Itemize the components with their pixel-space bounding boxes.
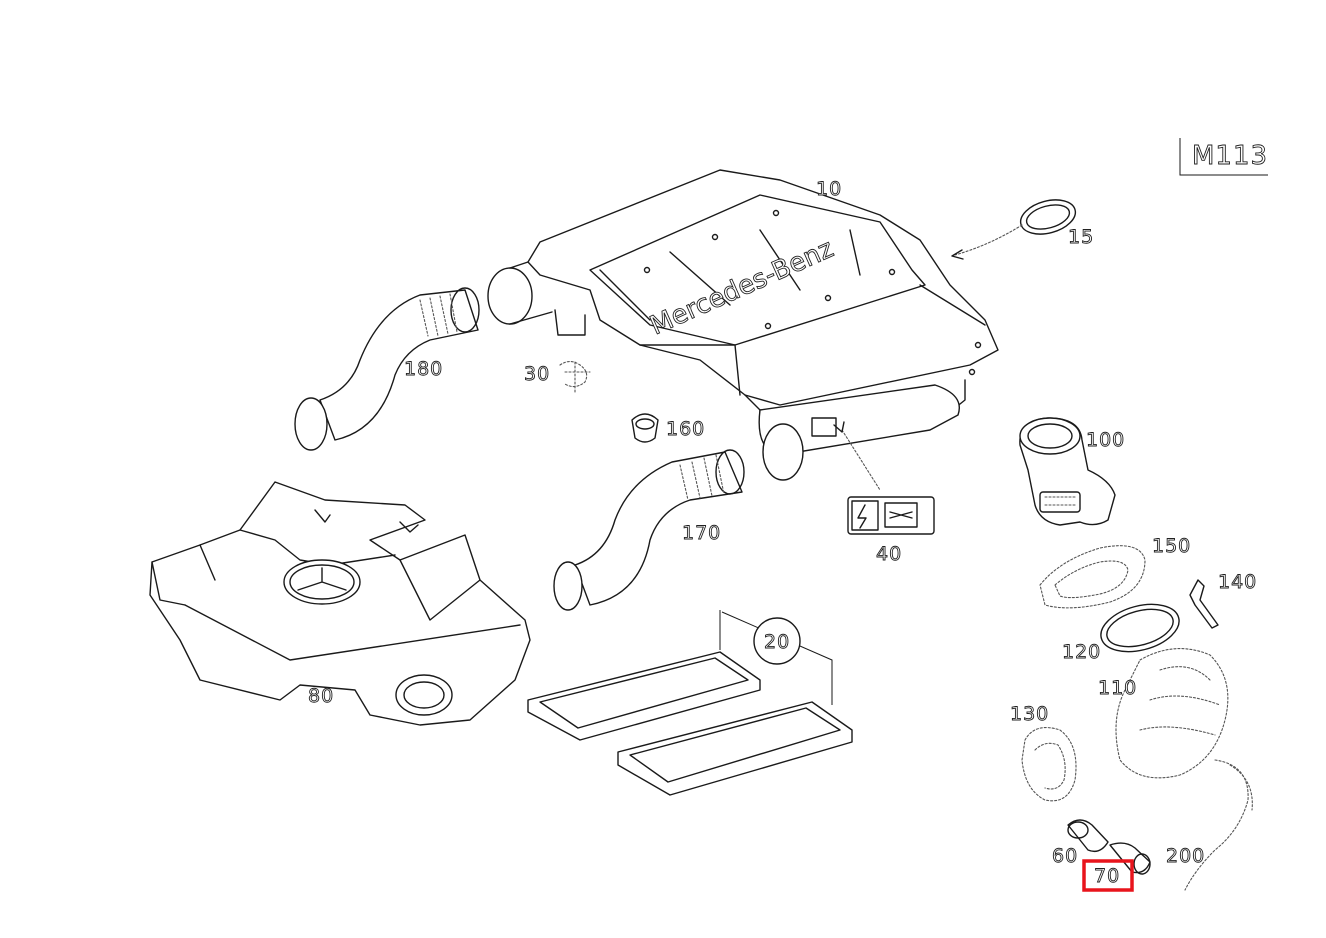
part-label-80[interactable]: 80 (308, 685, 334, 708)
warning-label[interactable] (833, 421, 935, 535)
part-label-170[interactable]: 170 (682, 522, 721, 545)
part-label-10[interactable]: 10 (816, 178, 842, 201)
part-label-40[interactable]: 40 (876, 543, 902, 566)
part-label-100[interactable]: 100 (1086, 429, 1125, 452)
sealing-ring[interactable] (951, 194, 1079, 260)
filter-elements[interactable] (527, 610, 853, 796)
part-label-60[interactable]: 60 (1052, 845, 1078, 868)
part-label-130[interactable]: 130 (1010, 703, 1049, 726)
air-mass-sensor[interactable] (1019, 417, 1116, 526)
hose-clamp[interactable] (1021, 727, 1077, 802)
sleeve[interactable] (1067, 819, 1109, 853)
intake-duct[interactable] (1115, 648, 1253, 891)
retaining-clip[interactable] (559, 360, 591, 393)
protective-cap[interactable] (1109, 842, 1151, 875)
part-label-140[interactable]: 140 (1218, 571, 1257, 594)
bracket[interactable] (1189, 579, 1219, 629)
intake-hose-upper[interactable] (294, 287, 480, 451)
part-label-120[interactable]: 120 (1062, 641, 1101, 664)
part-label-160[interactable]: 160 (666, 418, 705, 441)
part-label-70[interactable]: 70 (1094, 865, 1120, 888)
highlight-box (1082, 859, 1134, 892)
part-label-20[interactable]: 20 (764, 631, 790, 654)
part-label-180[interactable]: 180 (404, 358, 443, 381)
rubber-plug[interactable] (631, 413, 659, 443)
part-label-30[interactable]: 30 (524, 363, 550, 386)
part-label-150[interactable]: 150 (1152, 535, 1191, 558)
part-label-110[interactable]: 110 (1098, 677, 1137, 700)
model-code-label: M113 (1192, 141, 1268, 171)
model-code-box: M113 (1179, 138, 1268, 176)
part-label-15[interactable]: 15 (1068, 226, 1094, 249)
part-label-200[interactable]: 200 (1166, 845, 1205, 868)
engine-cover[interactable] (149, 481, 531, 726)
intake-hose-lower[interactable] (553, 449, 745, 611)
part-labels: 10 15 20 30 40 60 70 80 100 110 120 130 … (308, 178, 1257, 888)
air-filter-housing[interactable]: Mercedes-Benz (487, 169, 999, 481)
clamp-ring[interactable] (1096, 596, 1185, 659)
gasket[interactable] (1039, 545, 1146, 609)
